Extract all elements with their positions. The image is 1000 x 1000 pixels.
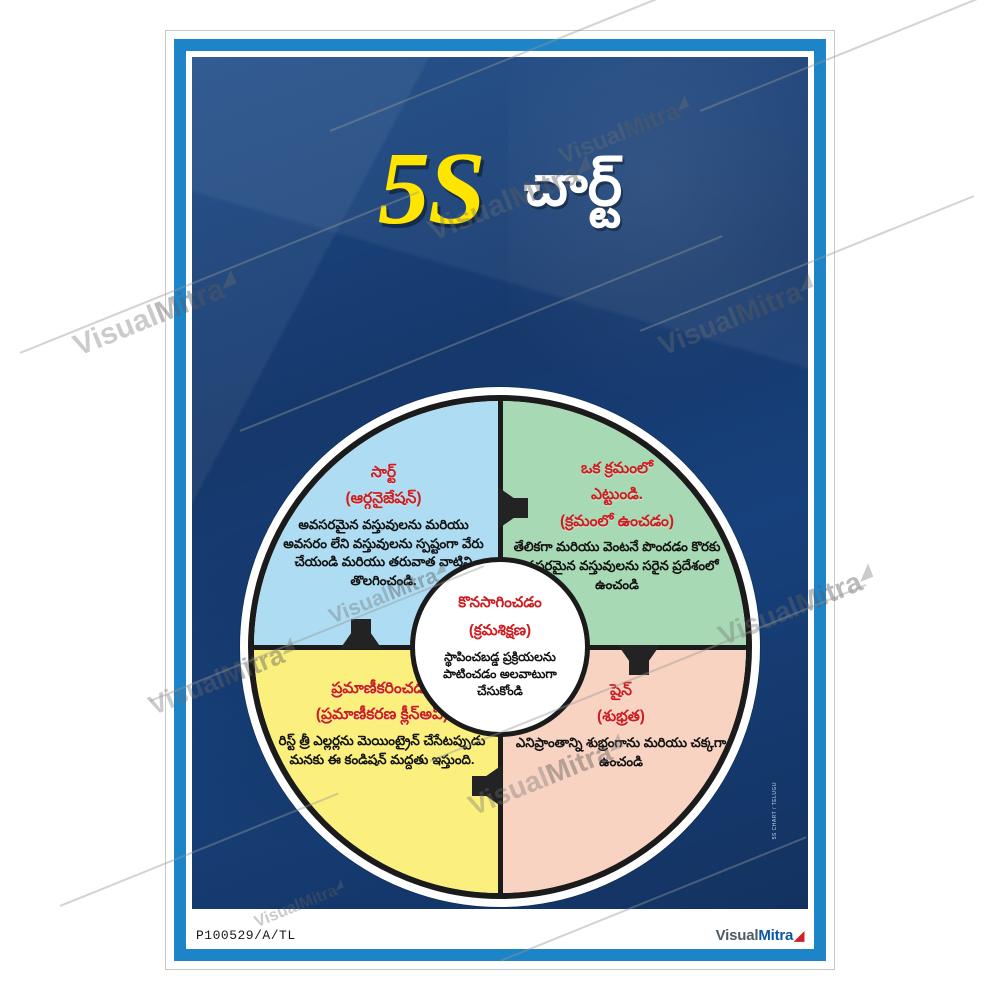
arrow-sort-to-set-icon — [498, 487, 528, 529]
center-heading-line1: కొనసాగించడం — [458, 594, 542, 612]
side-code-text: 5S CHART / TELUGU — [772, 781, 778, 839]
wheel-outer-ring: సార్ట్ (ఆర్గనైజేషన్) అవసరమైన వస్తువులను … — [240, 387, 760, 907]
title-telugu: చార్ట్ — [523, 153, 623, 219]
document-code: P100529/A/TL — [196, 927, 296, 943]
brand-part2: Mitra — [758, 926, 794, 944]
wheel-center-sustain[interactable]: కొనసాగించడం (క్రమశిక్షణ) స్థాపించబడ్డ ప్… — [410, 557, 590, 737]
arrow-shine-to-standardize-icon — [472, 765, 502, 807]
five-s-wheel: సార్ట్ (ఆర్గనైజేషన్) అవసరమైన వస్తువులను … — [240, 387, 760, 907]
poster-header: 5S చార్ట్ — [192, 119, 808, 259]
brand-mark-icon: ◢ — [794, 927, 804, 943]
poster-field: 5S చార్ట్ సార్ట్ (ఆర్గనైజేషన్) అవసర — [192, 57, 808, 909]
brand-part1: Visual — [715, 926, 759, 944]
arrow-set-to-shine-icon — [618, 645, 660, 675]
poster: 5S చార్ట్ సార్ట్ (ఆర్గనైజేషన్) అవసర — [165, 30, 835, 970]
center-heading-line2: (క్రమశిక్షణ) — [468, 621, 532, 639]
arrow-standardize-to-sort-icon — [340, 619, 382, 649]
center-body: స్థాపించబడ్డ ప్రక్రియలను పాటించడం అలవాటు… — [443, 649, 557, 699]
title-5s: 5S — [377, 131, 486, 246]
